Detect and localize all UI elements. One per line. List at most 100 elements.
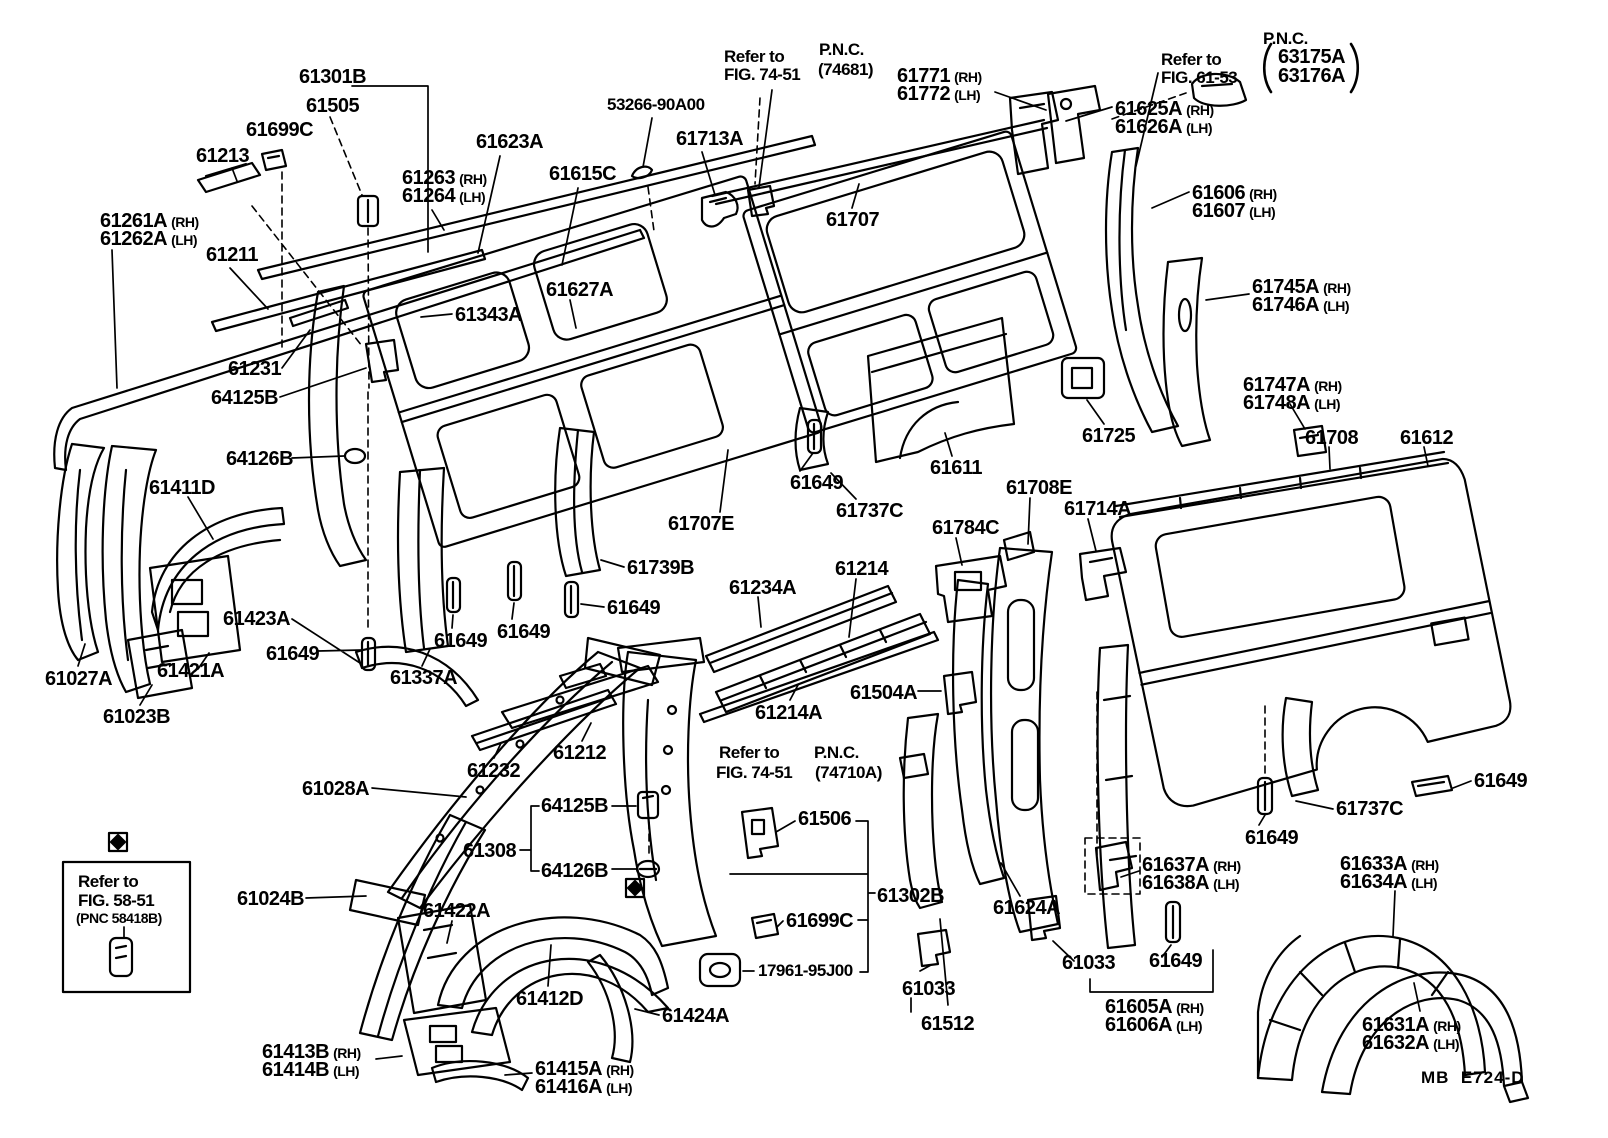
label-61415A: 61415A(RH) [535, 1059, 634, 1079]
side-tag: (RH) [1213, 858, 1241, 874]
label-61746A: 61746A(LH) [1252, 294, 1350, 316]
note-pnc-2: P.N.C. [1263, 30, 1308, 47]
note-text: P.N.C. [819, 40, 864, 59]
label-61631A: 61631A(RH) [1362, 1015, 1461, 1035]
part-code: 17961-95J00 [758, 961, 853, 980]
note-fig-74-51-2: FIG. 74-51 [716, 764, 793, 781]
part-code: 61746A [1252, 294, 1320, 316]
label-61625A: 61625A(RH) [1115, 99, 1214, 119]
part-code: 61649 [266, 643, 320, 665]
part-code: 61649 [1245, 827, 1299, 849]
side-tag: (LH) [459, 189, 486, 205]
wheelhouse-61633A [1256, 934, 1487, 1082]
part-code: 61772 [897, 83, 951, 105]
strip-61737C-right [1281, 696, 1320, 798]
note-text: Refer to [1161, 50, 1222, 69]
part-code: 61708 [1305, 427, 1359, 449]
part-code: 61649 [1149, 950, 1203, 972]
clip-64125B-bottom [636, 790, 660, 820]
part-code: 61504A [850, 682, 918, 704]
label-61033-left: 61033 [902, 979, 959, 999]
part-code: 61506 [798, 808, 852, 830]
part-code: 61512 [921, 1013, 975, 1035]
note-text: Refer to [719, 743, 780, 762]
panel-61708-inner-lines [1114, 450, 1450, 519]
side-tag: (RH) [459, 171, 487, 187]
label-61637A: 61637A(RH) [1142, 855, 1241, 875]
label-61747A: 61747A(RH) [1243, 375, 1342, 395]
side-tag: (LH) [1314, 396, 1341, 412]
strip-61605A [1096, 643, 1138, 950]
label-63175A: 63175A [1278, 47, 1349, 67]
note-fig-74-51-1: FIG. 74-51 [724, 66, 801, 83]
part-code: 64126B [541, 860, 609, 882]
label-61649-7: 61649 [1149, 951, 1206, 971]
label-53266-90A00: 53266-90A00 [607, 96, 709, 113]
clip-61033-left [916, 928, 952, 968]
part-code: 61033 [1062, 952, 1116, 974]
bracket-61784C [934, 554, 1008, 624]
pillar-61308 [616, 636, 718, 948]
side-tag: (RH) [1176, 1000, 1204, 1016]
blade-61423A [354, 645, 480, 708]
label-61649-5: 61649 [1245, 828, 1302, 848]
alignment-diamond-icon [107, 831, 646, 899]
part-code: 61714A [1064, 498, 1132, 520]
clip-64125B-top [364, 338, 400, 384]
label-61623A: 61623A [476, 132, 547, 152]
clip-61033-right [1026, 894, 1062, 942]
label-61649-center: 61649 [790, 473, 847, 493]
label-61772: 61772(LH) [897, 83, 981, 105]
panel-61611 [866, 316, 1016, 464]
part-code: 61415A [535, 1058, 603, 1080]
part-code: 64125B [211, 387, 279, 409]
label-61633A: 61633A(RH) [1340, 854, 1439, 874]
note-text: (74681) [818, 60, 874, 79]
label-61611: 61611 [930, 458, 986, 478]
label-61504A: 61504A [850, 683, 921, 703]
label-64126B-top: 64126B [226, 449, 297, 469]
part-code: 61033 [902, 978, 956, 1000]
part-code: 61414B [262, 1059, 330, 1081]
blade-61424A [586, 953, 634, 1064]
label-61033-right: 61033 [1062, 953, 1119, 973]
part-code: 61027A [45, 668, 113, 690]
label-61262A: 61262A(LH) [100, 229, 198, 249]
label-61411D: 61411D [149, 478, 219, 498]
label-61606: 61606(RH) [1192, 183, 1277, 203]
side-tag: (RH) [333, 1045, 361, 1061]
note-refer-to-3: Refer to [719, 743, 780, 762]
part-code: 64126B [226, 448, 294, 470]
note-refer-to-2: Refer to [1161, 50, 1222, 69]
dashed-lines [251, 92, 1266, 895]
part-code: 61301B [299, 66, 367, 88]
clip-61725 [1060, 356, 1106, 400]
part-code: 61623A [476, 131, 544, 153]
pillar-61337A [396, 466, 450, 654]
label-61624A: 61624A [993, 898, 1064, 918]
label-61638A: 61638A(LH) [1142, 873, 1240, 893]
note-text: FIG. 61-53 [1161, 68, 1238, 87]
pillar-61708E [989, 530, 1060, 934]
side-tag: (LH) [333, 1063, 360, 1079]
part-code: 61615C [549, 163, 617, 185]
part-code: 61213 [196, 145, 250, 167]
part-code: 61416A [535, 1076, 603, 1098]
label-61424A: 61424A [662, 1006, 733, 1026]
label-61412D: 61412D [516, 989, 587, 1009]
bracket-61625A [1008, 90, 1060, 176]
grommet-53266 [630, 165, 654, 180]
part-code: 61631A [1362, 1014, 1430, 1036]
part-code: 61632A [1362, 1032, 1430, 1054]
side-tag: (RH) [171, 214, 199, 230]
label-61699C: 61699C [246, 120, 317, 140]
part-code: 61232 [467, 760, 521, 782]
molding-61263 [256, 134, 817, 281]
part-code: 61422A [423, 900, 491, 922]
note-pnc-1: P.N.C. [819, 41, 864, 58]
note-text: Refer to [724, 47, 785, 66]
clip-61699C-bottom [750, 912, 780, 940]
side-tag: (LH) [1433, 1036, 1460, 1052]
part-code: 61699C [786, 910, 854, 932]
label-61725: 61725 [1082, 426, 1139, 446]
